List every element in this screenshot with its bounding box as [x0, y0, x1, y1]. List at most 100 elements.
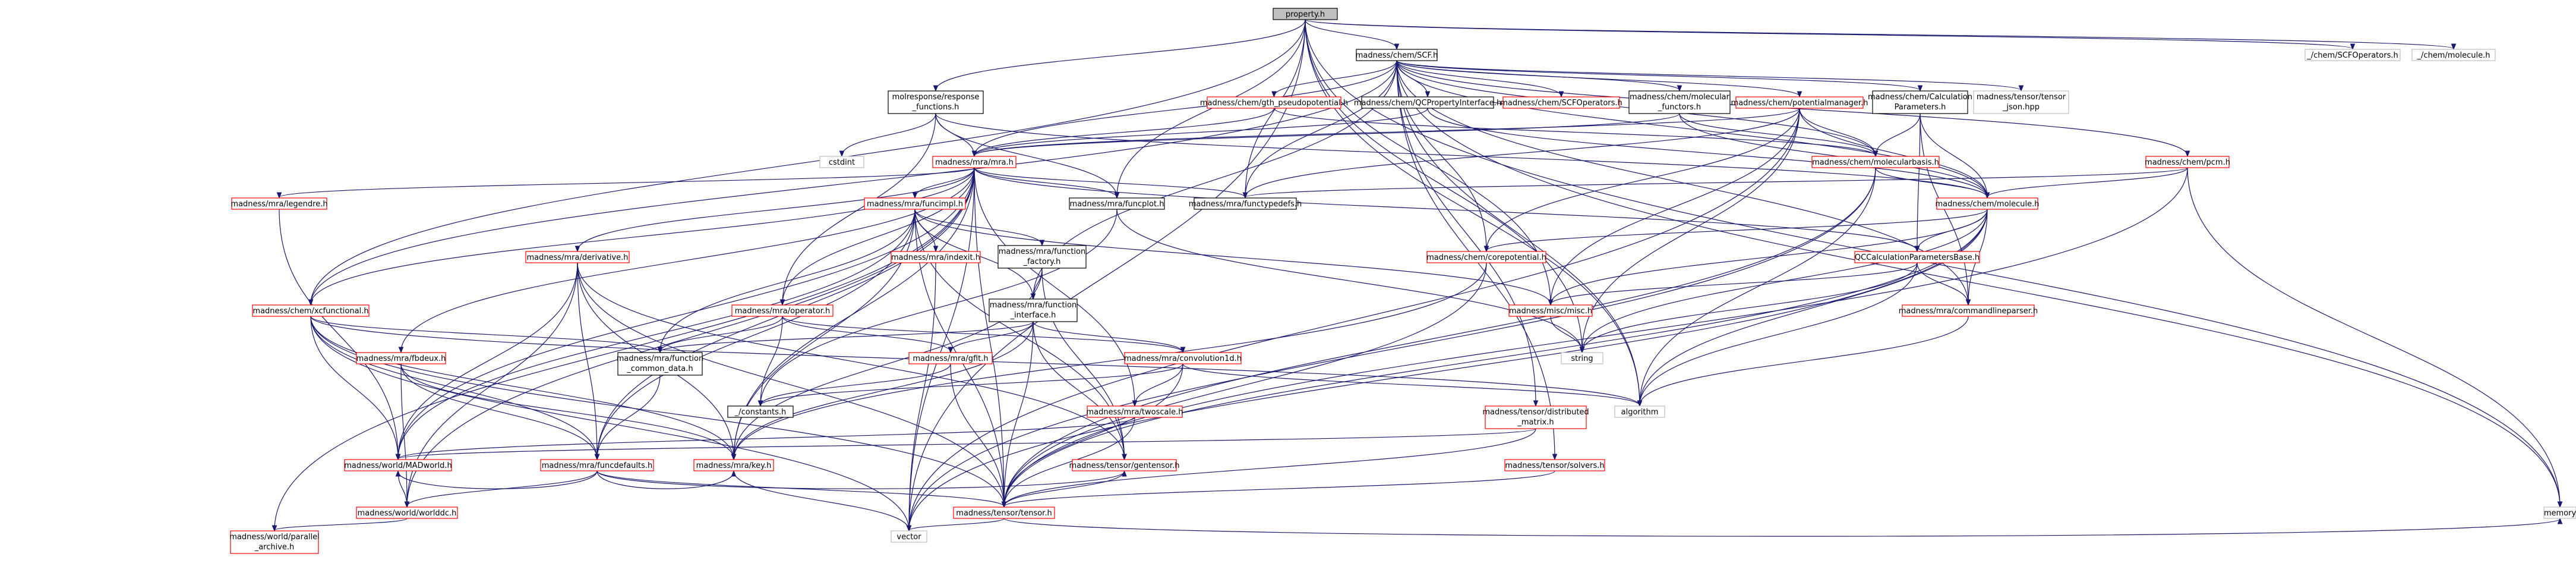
- node-constants[interactable]: _/constants.h: [727, 405, 794, 418]
- node-molecule_ext[interactable]: _/chem/molecule.h: [2411, 49, 2496, 61]
- node-fbdeux[interactable]: madness/mra/fbdeux.h: [356, 352, 446, 364]
- node-corepot[interactable]: madness/chem/corepotential.h: [1426, 251, 1546, 263]
- edge-scf-to-memory: [1396, 60, 2560, 507]
- edge-mra-to-legendre: [279, 167, 975, 197]
- edge-worldmad-to-worlddc: [397, 470, 407, 507]
- node-molresp[interactable]: molresponse/response_functions.h: [888, 90, 984, 114]
- node-box: [1273, 8, 1338, 20]
- edge-scf-to-gthpseudo: [1274, 60, 1397, 96]
- node-potmgr[interactable]: madness/chem/potentialmanager.h: [1731, 96, 1868, 109]
- node-convolution[interactable]: madness/mra/convolution1d.h: [1124, 352, 1242, 364]
- edge-qccalcbase-to-string: [1582, 262, 1918, 352]
- node-label: memory: [2544, 509, 2576, 518]
- node-molfunctors[interactable]: madness/chem/molecular_functors.h: [1628, 90, 1731, 114]
- node-funcfactory[interactable]: madness/mra/function_factory.h: [997, 245, 1087, 269]
- node-miscmisc[interactable]: madness/misc/misc.h: [1508, 304, 1593, 317]
- edge-molecule-to-algorithm: [1640, 209, 1988, 405]
- node-tensorjson[interactable]: madness/tensor/tensor_json.hpp: [1973, 90, 2069, 114]
- node-molbasis[interactable]: madness/chem/molecularbasis.h: [1811, 156, 1940, 168]
- edge-qccalcbase-to-miscmisc: [1551, 262, 1918, 304]
- node-box: [525, 251, 630, 263]
- node-tensor[interactable]: madness/tensor/tensor.h: [953, 507, 1055, 519]
- edge-calcparams-to-molbasis: [1876, 113, 1921, 156]
- node-legendre[interactable]: madness/mra/legendre.h: [231, 197, 328, 210]
- edge-gthpseudo-to-mra: [974, 108, 1275, 156]
- node-cmdparser[interactable]: madness/mra/commandlineparser.h: [1899, 304, 2038, 317]
- edge-fbdeux-to-funcdefaults: [400, 363, 597, 459]
- node-box: [1356, 49, 1438, 61]
- node-scf[interactable]: madness/chem/SCF.h: [1356, 49, 1438, 61]
- node-mra[interactable]: madness/mra/mra.h: [932, 156, 1016, 168]
- node-box: [1194, 197, 1297, 210]
- node-box: [908, 352, 993, 364]
- node-distmatrix[interactable]: madness/tensor/distributed_matrix.h: [1482, 405, 1589, 429]
- node-funcinterface[interactable]: madness/mra/function_interface.h: [989, 298, 1078, 322]
- edge-mra-to-vector: [909, 167, 975, 530]
- node-solvers[interactable]: madness/tensor/solvers.h: [1504, 459, 1605, 471]
- edge-qcprop-to-mra: [974, 108, 1428, 156]
- edge-funcdefaults-to-tensor: [596, 470, 1004, 507]
- edge-convolution-to-tensor: [1004, 363, 1183, 507]
- edge-scf-to-tensorjson: [1396, 60, 2021, 90]
- node-cstdint[interactable]: cstdint: [819, 156, 864, 168]
- node-root[interactable]: property.h: [1273, 8, 1338, 20]
- node-box: [1936, 197, 2038, 210]
- node-box: [230, 530, 319, 554]
- node-gentensor[interactable]: madness/tensor/gentensor.h: [1069, 459, 1180, 471]
- node-funcplot[interactable]: madness/mra/funcplot.h: [1069, 197, 1165, 210]
- edge-molbasis-to-molecule: [1875, 167, 1987, 197]
- node-label: madness/mra/twoscale.h: [1087, 408, 1183, 417]
- node-qcprop[interactable]: madness/chem/QCPropertyInterface.h: [1354, 96, 1501, 109]
- node-algorithm[interactable]: algorithm: [1614, 405, 1665, 418]
- node-label: _/chem/molecule.h: [2417, 51, 2490, 60]
- node-worldmad[interactable]: madness/world/MADworld.h: [344, 459, 452, 471]
- node-operator[interactable]: madness/mra/operator.h: [731, 304, 834, 317]
- node-worlddc[interactable]: madness/world/worlddc.h: [356, 507, 458, 519]
- node-scfops[interactable]: madness/chem/SCFOperators.h: [1500, 96, 1622, 109]
- node-box: [1069, 197, 1165, 210]
- edge-mra-to-funcplot: [974, 167, 1117, 197]
- node-label: madness/world/MADworld.h: [344, 461, 452, 470]
- edge-root-to-funcplot: [1117, 19, 1306, 197]
- edge-qmr-to-constants: [760, 363, 951, 405]
- node-xcfunctional[interactable]: madness/chem/xcfunctional.h: [252, 304, 370, 317]
- edge-funccommon-to-funcdefaults: [597, 375, 661, 459]
- node-label: _functors.h: [1658, 103, 1701, 112]
- edge-cmdparser-to-algorithm: [1640, 316, 1969, 405]
- node-calcparams[interactable]: madness/chem/CalculationParameters.h: [1868, 90, 1972, 114]
- edge-scf-to-potmgr: [1396, 60, 1800, 96]
- edge-scf-to-mra: [974, 60, 1397, 156]
- edge-gthpseudo-to-molbasis: [1273, 108, 1876, 156]
- edge-xcfunctional-to-tensor: [310, 316, 1004, 507]
- node-label: madness/mra/convolution1d.h: [1124, 354, 1242, 363]
- edge-distmatrix-to-tensor: [1004, 428, 1536, 507]
- edge-funcfactory-to-key: [734, 268, 1043, 459]
- node-funcdefaults[interactable]: madness/mra/funcdefaults.h: [540, 459, 654, 471]
- node-parallelarchive[interactable]: madness/world/parallel_archive.h: [229, 530, 320, 554]
- node-functypedefs[interactable]: madness/mra/functypedefs.h: [1189, 197, 1302, 210]
- node-derivative[interactable]: madness/mra/derivative.h: [525, 251, 630, 263]
- node-box: [356, 352, 446, 364]
- node-twoscale[interactable]: madness/mra/twoscale.h: [1087, 405, 1183, 418]
- node-key[interactable]: madness/mra/key.h: [693, 459, 774, 471]
- edge-root-to-scfops_ext: [1305, 19, 2353, 49]
- node-memory[interactable]: memory: [2543, 507, 2576, 519]
- node-string[interactable]: string: [1561, 352, 1603, 364]
- node-label: madness/chem/molecularbasis.h: [1812, 158, 1939, 167]
- node-vector[interactable]: vector: [891, 530, 927, 543]
- node-indexit[interactable]: madness/mra/indexit.h: [891, 251, 981, 263]
- edge-root-to-molecule_ext: [1305, 19, 2454, 49]
- node-pcm[interactable]: madness/chem/pcm.h: [2145, 156, 2230, 168]
- node-gthpseudo[interactable]: madness/chem/gth_pseudopotential.h: [1200, 96, 1348, 109]
- node-funccommon[interactable]: madness/mra/function_common_data.h: [617, 352, 704, 376]
- node-scfops_ext[interactable]: _/chem/SCFOperators.h: [2304, 49, 2401, 61]
- edge-molresp-to-operator: [782, 113, 936, 304]
- node-label: algorithm: [1621, 408, 1659, 417]
- node-qccalcbase[interactable]: QCCalculationParametersBase.h: [1854, 251, 1980, 263]
- node-qmr[interactable]: madness/mra/gfit.h: [908, 352, 993, 364]
- edge-molecule-to-tensor: [1004, 209, 1988, 507]
- node-label: madness/mra/derivative.h: [526, 253, 628, 262]
- edge-potmgr-to-miscmisc: [1551, 108, 1800, 304]
- node-funcimpl[interactable]: madness/mra/funcimpl.h: [864, 197, 966, 210]
- node-molecule[interactable]: madness/chem/molecule.h: [1935, 197, 2040, 210]
